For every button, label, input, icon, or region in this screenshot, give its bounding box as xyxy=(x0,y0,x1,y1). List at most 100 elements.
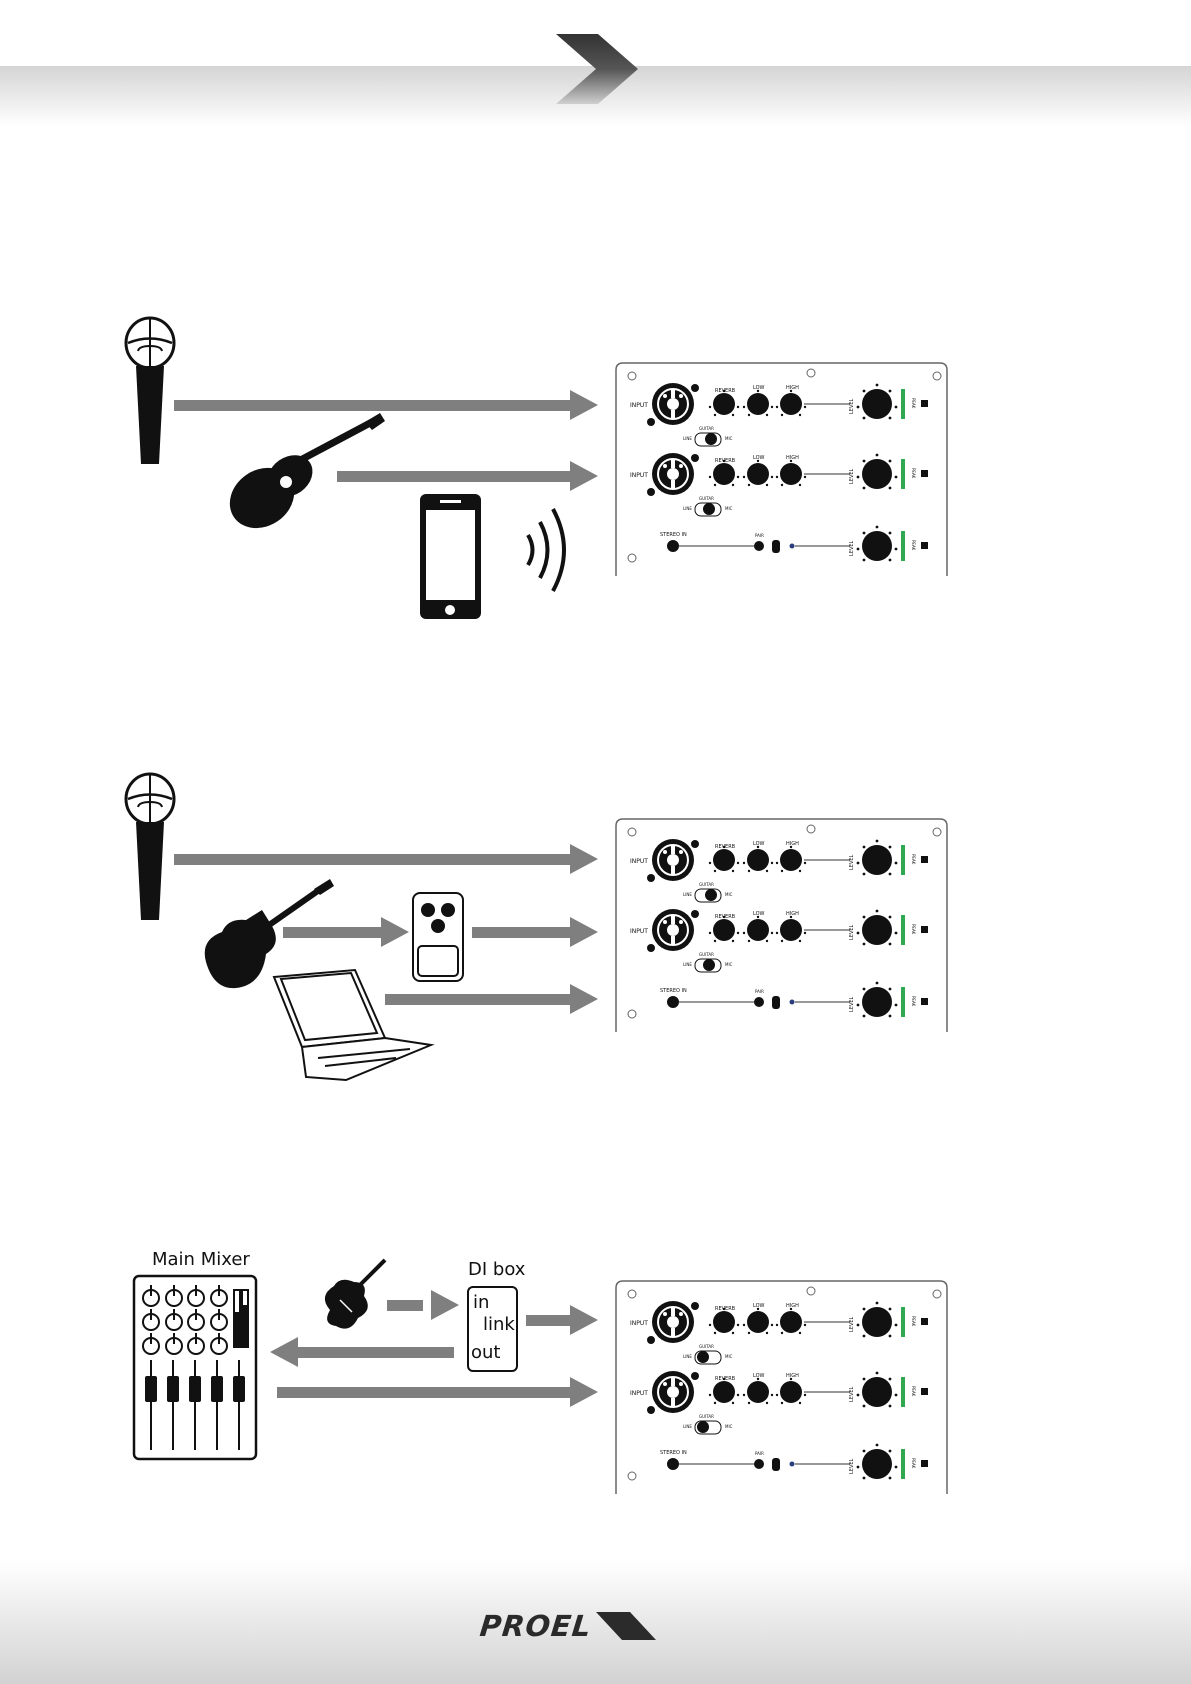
peak-label: PEAK xyxy=(911,468,916,479)
reverb-label: REVERB xyxy=(715,844,736,850)
level-label: LEVEL xyxy=(849,924,855,940)
bluetooth-led xyxy=(789,1461,795,1467)
level-label: LEVEL xyxy=(849,540,855,556)
bluetooth-icon xyxy=(772,996,780,1009)
arrow-connection xyxy=(526,1305,598,1335)
guitar-label: GUITAR xyxy=(699,496,714,501)
smartphone-icon xyxy=(420,494,481,619)
peak-label: PEAK xyxy=(911,398,916,409)
reverb-label: REVERB xyxy=(715,1376,736,1382)
di-box xyxy=(467,1286,518,1372)
high-label: HIGH xyxy=(786,385,799,391)
input-label: INPUT xyxy=(630,928,648,935)
line-label: LINE xyxy=(683,892,692,897)
input-label: INPUT xyxy=(630,402,648,409)
laptop-icon xyxy=(272,968,435,1082)
brand-logo-text: PROEL xyxy=(478,1609,594,1643)
low-label: LOW xyxy=(753,1303,765,1309)
arrow-connection xyxy=(174,390,598,420)
arrow-connection xyxy=(337,461,598,491)
peak-label: PEAK xyxy=(911,540,916,551)
speaker-panel-2: INPUT REVERB LOW HIGH LEVEL PEAK GUITAR … xyxy=(615,818,948,1032)
low-label: LOW xyxy=(753,1373,765,1379)
input-label: INPUT xyxy=(630,1320,648,1327)
peak-led xyxy=(901,845,905,875)
di-link-label: link xyxy=(483,1314,515,1335)
bluetooth-icon xyxy=(772,540,780,553)
peak-led xyxy=(901,1449,905,1479)
line-label: LINE xyxy=(683,1424,692,1429)
violin-icon xyxy=(324,1258,387,1329)
bluetooth-led xyxy=(789,543,795,549)
level-label: LEVEL xyxy=(849,1386,855,1402)
input-label: INPUT xyxy=(630,1390,648,1397)
pair-button[interactable] xyxy=(754,541,764,551)
mixer-icon xyxy=(132,1274,258,1461)
peak-led xyxy=(901,1307,905,1337)
di-in-label: in xyxy=(473,1292,490,1313)
peak-led xyxy=(901,389,905,419)
reverb-label: REVERB xyxy=(715,914,736,920)
mic-label: MIC xyxy=(725,506,733,511)
arrow-connection xyxy=(387,1290,459,1320)
line-label: LINE xyxy=(683,1354,692,1359)
line-label: LINE xyxy=(683,962,692,967)
pair-button[interactable] xyxy=(754,997,764,1007)
mic-label: MIC xyxy=(725,436,733,441)
high-label: HIGH xyxy=(786,455,799,461)
low-label: LOW xyxy=(753,455,765,461)
stereo-in-label: STEREO IN xyxy=(660,988,687,994)
guitar-label: GUITAR xyxy=(699,426,714,431)
speaker-panel-1: INPUT REVERB LOW HIGH LEVEL PEAK GUITAR … xyxy=(615,362,948,576)
diagram-3 xyxy=(0,1240,1191,1461)
peak-led xyxy=(901,1377,905,1407)
mic-label: MIC xyxy=(725,1424,733,1429)
microphone-icon xyxy=(124,316,176,466)
pair-label: PAIR xyxy=(755,989,764,994)
bluetooth-led xyxy=(789,999,795,1005)
brand-logo: PROEL xyxy=(478,1606,656,1646)
mic-label: MIC xyxy=(725,962,733,967)
stereo-in-jack[interactable] xyxy=(667,1458,679,1470)
level-label: LEVEL xyxy=(849,854,855,870)
pair-button[interactable] xyxy=(754,1459,764,1469)
guitar-label: GUITAR xyxy=(699,952,714,957)
stereo-in-label: STEREO IN xyxy=(660,1450,687,1456)
stereo-in-label: STEREO IN xyxy=(660,532,687,538)
reverb-label: REVERB xyxy=(715,458,736,464)
arrow-connection xyxy=(270,1337,454,1367)
di-box-label: DI box xyxy=(468,1259,526,1280)
arrow-connection xyxy=(283,917,409,947)
low-label: LOW xyxy=(753,385,765,391)
peak-led xyxy=(901,531,905,561)
mixer-label: Main Mixer xyxy=(152,1249,250,1270)
brand-logo-mark-icon xyxy=(595,1612,656,1640)
stereo-in-jack[interactable] xyxy=(667,540,679,552)
speaker-panel-3: INPUT REVERB LOW HIGH LEVEL PEAK GUITAR … xyxy=(615,1280,948,1494)
high-label: HIGH xyxy=(786,911,799,917)
arrow-connection xyxy=(174,844,598,874)
mic-label: MIC xyxy=(725,892,733,897)
reverb-label: REVERB xyxy=(715,1306,736,1312)
bluetooth-icon xyxy=(772,1458,780,1471)
stereo-in-jack[interactable] xyxy=(667,996,679,1008)
level-label: LEVEL xyxy=(849,468,855,484)
peak-label: PEAK xyxy=(911,1458,916,1469)
peak-led xyxy=(901,915,905,945)
brand-chevron-icon xyxy=(556,34,638,104)
arrow-connection xyxy=(472,917,598,947)
line-label: LINE xyxy=(683,436,692,441)
peak-label: PEAK xyxy=(911,1316,916,1327)
footer-band xyxy=(0,1560,1191,1684)
high-label: HIGH xyxy=(786,1303,799,1309)
peak-label: PEAK xyxy=(911,854,916,865)
mic-label: MIC xyxy=(725,1354,733,1359)
microphone-icon xyxy=(124,772,176,922)
peak-label: PEAK xyxy=(911,924,916,935)
peak-label: PEAK xyxy=(911,996,916,1007)
line-label: LINE xyxy=(683,506,692,511)
electric-guitar-icon xyxy=(204,879,334,989)
peak-led xyxy=(901,459,905,489)
guitar-label: GUITAR xyxy=(699,882,714,887)
low-label: LOW xyxy=(753,841,765,847)
